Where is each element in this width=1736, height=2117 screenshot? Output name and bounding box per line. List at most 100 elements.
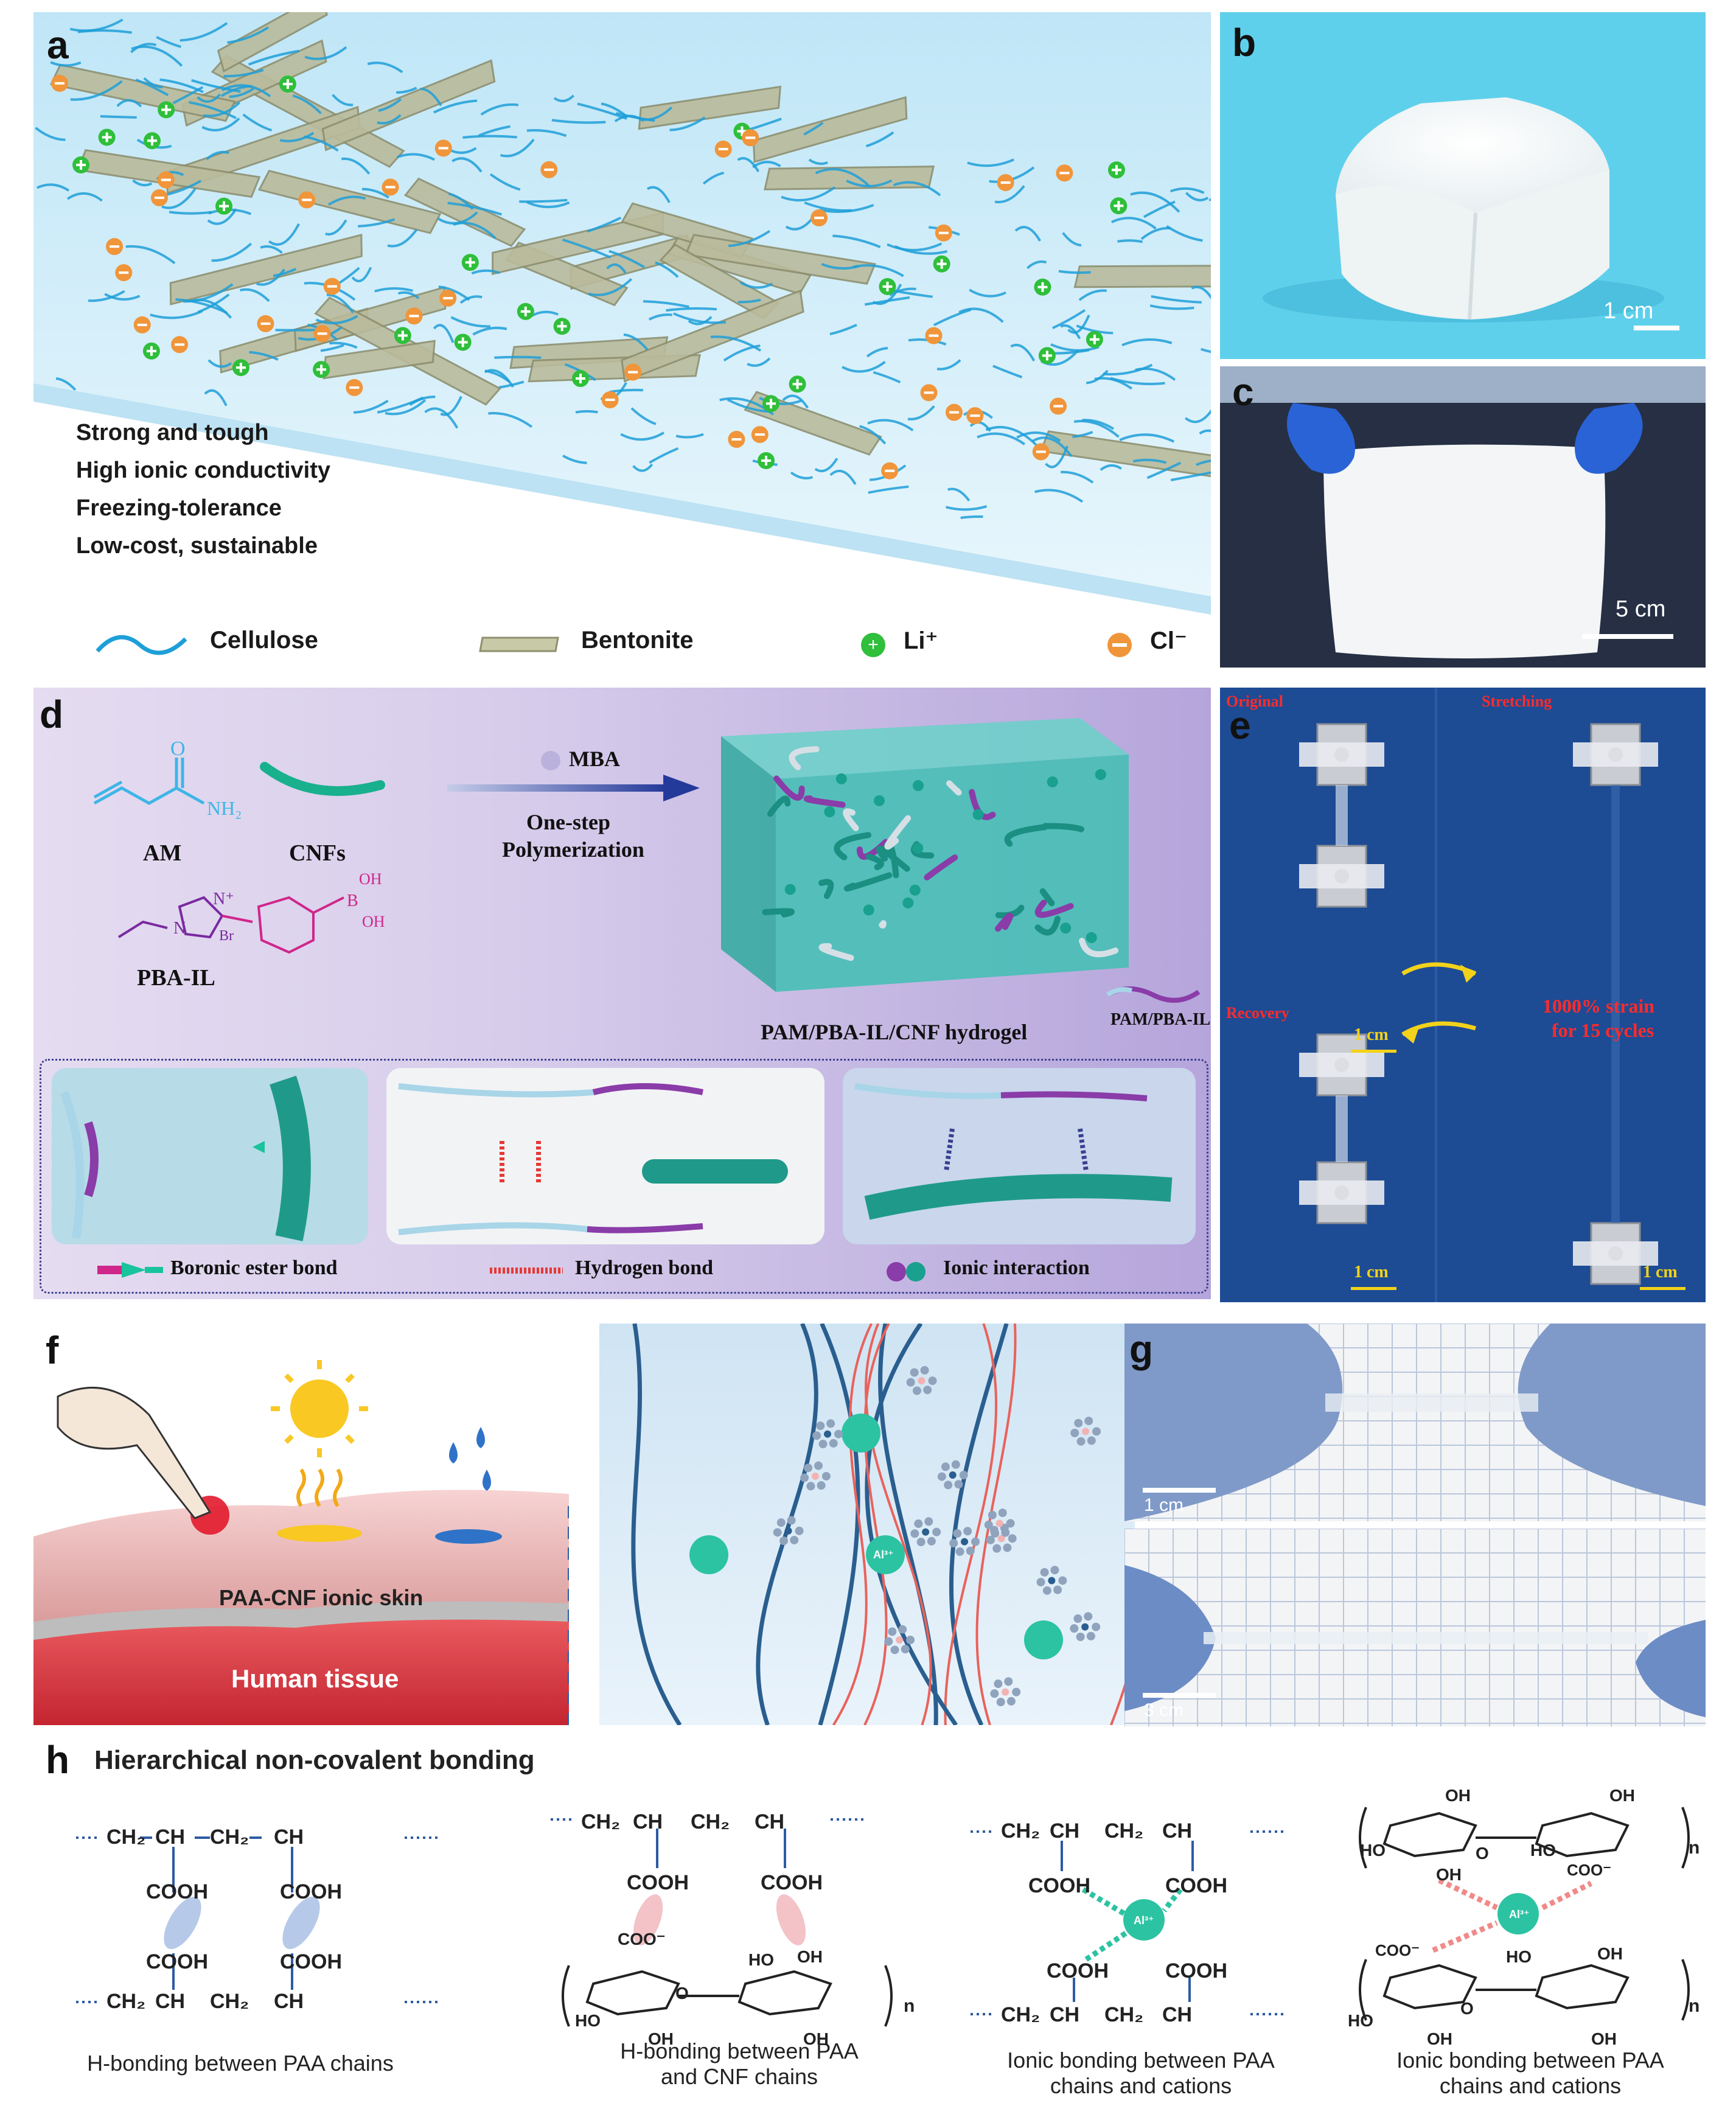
crosslink-node (1060, 922, 1072, 934)
svg-text:+: + (868, 635, 879, 655)
cellulose-fiber (500, 138, 535, 158)
panel-h-title: Hierarchical non-covalent bonding (94, 1745, 535, 1775)
cellulose-fiber (279, 131, 315, 142)
ch-2: CH (274, 1826, 304, 1849)
chloride-ion (298, 191, 316, 209)
polymer-chain (818, 943, 854, 961)
lithium-ion (1086, 330, 1103, 348)
cellulose-fiber (782, 394, 809, 409)
polymer-chain (834, 832, 872, 860)
cellulose-fiber (1060, 324, 1081, 340)
cellulose-fiber (630, 407, 657, 425)
cellulose-fiber (615, 112, 655, 122)
polymer-chain (767, 795, 791, 817)
ho-5: HO (1506, 1947, 1532, 1966)
chloride-ion (323, 277, 341, 295)
lithium-ion (789, 375, 806, 393)
cellulose-fiber (175, 298, 228, 315)
cellulose-fiber (643, 300, 689, 309)
chloride-ion (945, 403, 963, 421)
cellulose-fiber (326, 293, 354, 313)
cellulose-fiber (1121, 338, 1173, 347)
polymerization-arrow (447, 775, 700, 801)
panel-d-hydrogel-synthesis: d O NH₂ AM CNFs N N⁺ Br B OH OH PBA-IL M… (33, 688, 1211, 1299)
cnf-cation-bond-lines (1359, 1807, 1690, 2021)
boronic-ester-label: Boronic ester bond (170, 1257, 338, 1279)
cellulose-fiber (967, 158, 1015, 167)
water-cluster (984, 1508, 1015, 1538)
chloride-ion (1056, 164, 1073, 182)
cellulose-fiber (669, 116, 706, 131)
panel-label-b: b (1232, 21, 1257, 65)
chloride-ion (257, 315, 274, 332)
cellulose-fiber (325, 219, 347, 235)
cellulose-fiber (1135, 367, 1176, 381)
cellulose-fiber (1196, 459, 1211, 466)
n-2: n (1689, 1838, 1700, 1858)
tensile-test-photos (1220, 688, 1706, 1302)
panel-a-composite-illustration: a Strong and tough High ionic conductivi… (33, 12, 1211, 663)
polymer-chain (884, 815, 912, 850)
cellulose-fiber (985, 425, 1039, 448)
cellulose-fiber (1094, 377, 1132, 390)
cellulose-fiber (969, 421, 991, 432)
cellulose-fiber (424, 407, 459, 429)
cellulose-fiber (655, 261, 679, 278)
cellulose-fiber (201, 117, 240, 131)
cellulose-fiber (440, 396, 462, 416)
chloride-ion (382, 178, 399, 196)
cellulose-fiber (125, 245, 176, 265)
cellulose-fiber (341, 157, 371, 175)
chloride-ion (51, 74, 68, 92)
ionic-interaction-label: Ionic interaction (943, 1257, 1090, 1279)
polymer-chain (1042, 823, 1084, 832)
cellulose-fiber (1208, 198, 1211, 201)
coo-minus-1: COO⁻ (618, 1930, 666, 1948)
cellulose-fiber (608, 249, 646, 268)
cellulose-fiber (367, 61, 403, 74)
cellulose-fiber (206, 150, 229, 161)
cellulose-fiber (1073, 420, 1120, 438)
cellulose-fiber (889, 287, 916, 296)
cellulose-fiber (116, 99, 142, 108)
acrylamide-structure (93, 758, 205, 805)
hydrogel-cube-image (1263, 97, 1679, 330)
network-chain (949, 1324, 1009, 1725)
hydrogel-network-block (721, 718, 1129, 992)
cellulose-fiber (304, 46, 347, 60)
cellulose-fiber (55, 377, 77, 391)
property-ionic-conductivity: High ionic conductivity (76, 458, 331, 483)
ho-3: HO (1360, 1841, 1386, 1860)
crosslink-node (912, 842, 924, 854)
cellulose-fiber (484, 369, 514, 388)
crosslink-node (902, 897, 914, 909)
am-amine-label: NH₂ (207, 797, 242, 819)
cellulose-fiber (471, 269, 500, 275)
cellulose-fiber (462, 134, 517, 139)
cellulose-fiber (169, 211, 212, 215)
network-chain (832, 1324, 873, 1725)
cellulose-fiber (66, 192, 103, 202)
ch2-2: CH₂ (210, 1826, 249, 1849)
ch-8: CH (1162, 1819, 1193, 1843)
chloride-ion (346, 378, 363, 396)
bentonite-legend-icon (479, 636, 559, 652)
polymer-chain (1034, 899, 1074, 918)
cellulose-fiber (577, 102, 627, 120)
cellulose-fiber (819, 204, 874, 213)
legend-bentonite: Bentonite (581, 627, 694, 654)
cellulose-fiber (575, 410, 598, 414)
cooh-3: COOH (146, 1950, 208, 1973)
cellulose-fiber (320, 344, 344, 352)
cellulose-fiber (242, 113, 273, 132)
cellulose-fiber (197, 293, 230, 313)
crosslink-node (912, 780, 924, 792)
aluminium-ion (1024, 1620, 1063, 1659)
lithium-ion (72, 156, 90, 174)
cellulose-fiber (1117, 239, 1143, 243)
water-cluster (990, 1677, 1021, 1707)
caption-cnf-cation-2: chains and cations (1439, 2073, 1622, 2098)
recovery-label: Recovery (1226, 1004, 1289, 1022)
lithium-ion (158, 101, 175, 119)
grid-stretch-photo-top (1124, 1324, 1706, 1521)
